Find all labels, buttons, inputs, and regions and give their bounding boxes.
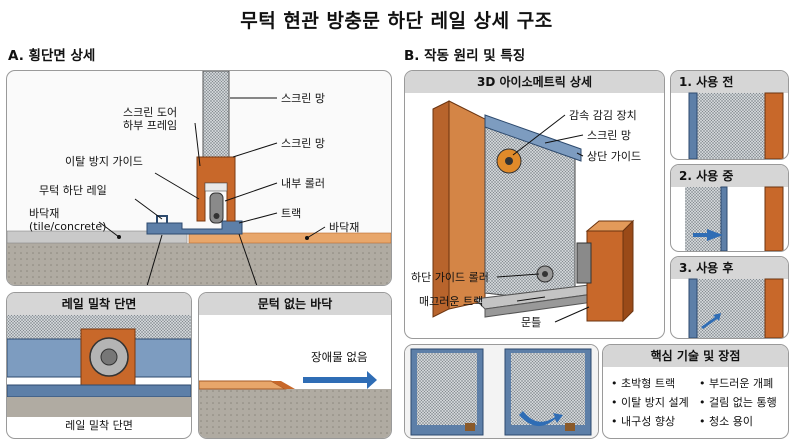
label-floor-right: 바닥재 [329, 221, 360, 234]
rail-photo-panel [404, 344, 599, 439]
rail-fit-caption: 레일 밀착 단면 [65, 419, 133, 432]
step-label-1: 1. 사용 전 [671, 71, 788, 93]
label-inner-roller: 내부 롤러 [281, 177, 325, 190]
step-drawing-1 [688, 92, 784, 159]
label-mesh: 스크린 망 [281, 137, 325, 150]
label-track: 트랙 [281, 207, 302, 220]
rail-fit-drawing [7, 315, 191, 417]
label-top-guide: 상단 가이드 [587, 150, 642, 163]
label-damper: 감속 감김 장치 [569, 109, 637, 122]
inner-roller [209, 192, 224, 224]
features-panel: 핵심 기술 및 장점 • 초박형 트랙 • 부드러운 개폐 • 이탈 방지 설계… [602, 344, 789, 439]
label-derail-guide: 이탈 방지 가이드 [65, 155, 143, 168]
tile-floor [7, 230, 188, 244]
rail-fit-panel: 레일 밀착 단면 레일 밀착 단면 [6, 292, 192, 439]
step-drawing-3 [688, 278, 784, 338]
step-drawing-2 [685, 186, 784, 251]
label-door-frame: 스크린 도어 하부 프레임 [123, 106, 178, 132]
features-header: 핵심 기술 및 장점 [603, 345, 788, 367]
cross-section-panel: 스크린 도어 하부 프레임 스크린 망 스크린 망 이탈 방지 가이드 내부 롤… [6, 70, 392, 286]
feature-item: • 걸림 없는 통행 [699, 396, 777, 409]
label-bottom-roller: 하단 가이드 롤러 [411, 271, 489, 284]
step-panel-3: 3. 사용 후 [670, 256, 789, 339]
label-iso-mesh: 스크린 망 [587, 129, 631, 142]
iso-header: 3D 아이소메트릭 상세 [405, 71, 664, 93]
barrier-free-label: 장애물 없음 [311, 350, 368, 364]
rail-fit-header: 레일 밀착 단면 [7, 293, 191, 315]
section-a-heading: A. 횡단면 상세 [8, 48, 96, 64]
label-threshold-rail: 무턱 하단 레일 [39, 184, 107, 197]
feature-item: • 청소 용이 [699, 415, 753, 428]
feature-item: • 이탈 방지 설계 [611, 396, 689, 409]
iso-panel: 3D 아이소메트릭 상세 감속 감김 장치 스 [404, 70, 665, 339]
cross-section-drawing [7, 71, 391, 285]
step-panel-1: 1. 사용 전 [670, 70, 789, 160]
label-door-frame-iso: 문틀 [521, 316, 542, 329]
floor-right [188, 232, 391, 244]
feature-item: • 부드러운 개폐 [699, 377, 774, 390]
feature-item: • 초박형 트랙 [611, 377, 676, 390]
label-mesh-top: 스크린 망 [281, 92, 325, 105]
rotate-arrow-icon [519, 411, 563, 427]
page-title: 무턱 현관 방충문 하단 레일 상세 구조 [240, 10, 553, 32]
no-threshold-header: 문턱 없는 바닥 [199, 293, 391, 315]
no-threshold-drawing [199, 371, 391, 438]
label-smooth-track: 매끄러운 트랙 [419, 295, 484, 308]
rail-profile [146, 220, 243, 235]
section-b-heading: B. 작동 원리 및 특징 [404, 48, 526, 64]
iso-drawing [432, 100, 635, 323]
label-floor-material: 바닥재 (tile/concrete) [29, 207, 107, 233]
arrow-icon [303, 371, 377, 389]
arrow-left-icon [693, 229, 723, 241]
feature-item: • 내구성 향상 [611, 415, 676, 428]
rail-photo-drawing [405, 345, 598, 438]
step-panel-2: 2. 사용 중 [670, 164, 789, 252]
arrow-diag-icon [701, 313, 721, 329]
step-label-3: 3. 사용 후 [671, 257, 788, 279]
step-label-2: 2. 사용 중 [671, 165, 788, 187]
no-threshold-panel: 문턱 없는 바닥 장애물 없음 [198, 292, 392, 439]
